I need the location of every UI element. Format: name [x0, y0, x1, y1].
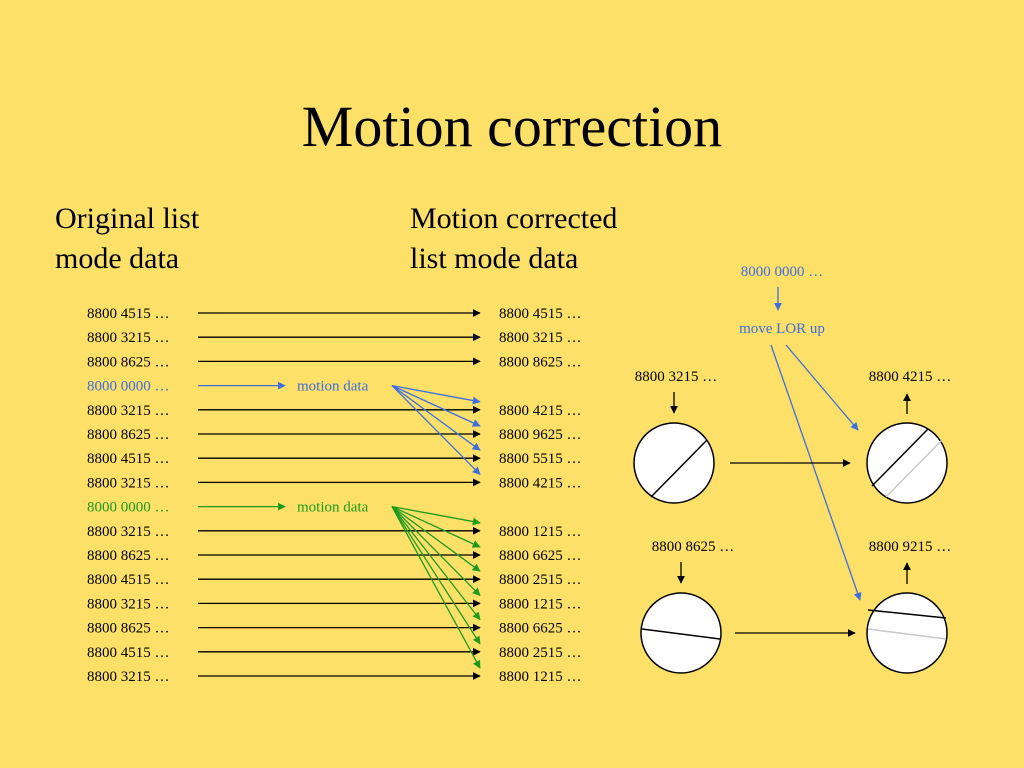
before-bottom-label: 8800 8625 …: [652, 539, 735, 555]
list-event-left: 8800 3215 …: [87, 596, 170, 612]
list-event-right: 8800 4215 …: [499, 475, 582, 491]
corrected-heading-line-2: list mode data: [410, 242, 579, 275]
after-top-label: 8800 4215 …: [869, 369, 952, 385]
list-event-right: 8800 2515 …: [499, 645, 582, 661]
original-heading-line-2: mode data: [55, 242, 180, 275]
list-event-right: 8800 8625 …: [499, 354, 582, 370]
list-event-right: 8800 6625 …: [499, 621, 582, 637]
motion-record-left: 8000 0000 …: [87, 500, 170, 516]
list-event-left: 8800 3215 …: [87, 330, 170, 346]
list-event-right: 8800 9625 …: [499, 427, 582, 443]
list-event-left: 8800 3215 …: [87, 403, 170, 419]
motion-fan-arrow: [391, 506, 481, 572]
list-event-left: 8800 4515 …: [87, 572, 170, 588]
corrected-heading-line-1: Motion corrected: [410, 202, 618, 235]
list-event-right: 8800 1215 …: [499, 669, 582, 685]
motion-data-label: motion data: [297, 379, 369, 395]
before-top-scanner-ring: [633, 422, 715, 504]
after-top-scanner-ring: [866, 422, 948, 504]
list-event-left: 8800 4515 …: [87, 306, 170, 322]
before-bottom-scanner-ring: [640, 592, 722, 674]
motion-fan-arrow: [391, 506, 481, 669]
original-heading-line-1: Original list: [55, 202, 200, 235]
list-event-left: 8800 3215 …: [87, 475, 170, 491]
original-lor-line: [641, 628, 721, 640]
list-event-right: 8800 2515 …: [499, 572, 582, 588]
motion-fan-arrow: [391, 384, 481, 405]
list-event-right: 8800 3215 …: [499, 330, 582, 346]
move-lor-arrow-bottom: [770, 344, 862, 601]
motion-fan-arrow: [391, 506, 481, 621]
original-list-heading: Original list mode data: [55, 199, 199, 279]
list-event-right: 8800 1215 …: [499, 596, 582, 612]
lor-illustration: 8000 0000 … move LOR up 8800 3215 … 8800…: [633, 264, 952, 674]
original-lor-ghost-line: [867, 628, 947, 640]
list-event-left: 8800 4515 …: [87, 645, 170, 661]
list-event-left: 8800 4515 …: [87, 451, 170, 467]
motion-data-label: motion data: [297, 500, 369, 516]
motion-fan-arrow: [391, 385, 481, 427]
move-lor-up-label: move LOR up: [739, 321, 825, 337]
move-lor-arrow-top: [785, 344, 859, 431]
after-bottom-label: 8800 9215 …: [869, 539, 952, 555]
before-top-label: 8800 3215 …: [635, 369, 718, 385]
original-lor-line: [650, 439, 708, 498]
list-mode-flow: 8800 4515 … 8800 4515 … 8800 3215 … 8800 32…: [87, 306, 582, 685]
motion-fan-arrow: [391, 385, 481, 475]
list-event-right: 8800 6625 …: [499, 548, 582, 564]
corrected-list-heading: Motion corrected list mode data: [410, 199, 617, 279]
list-event-left: 8800 3215 …: [87, 669, 170, 685]
list-event-left: 8800 8625 …: [87, 621, 170, 637]
motion-fan-arrow: [391, 505, 481, 526]
motion-fan-arrow: [391, 385, 481, 451]
list-event-left: 8800 8625 …: [87, 548, 170, 564]
original-lor-ghost-line: [885, 439, 943, 498]
motion-fan-arrow: [391, 506, 481, 548]
motion-fan-arrow: [391, 506, 481, 596]
list-event-right: 8800 5515 …: [499, 451, 582, 467]
list-event-right: 8800 4215 …: [499, 403, 582, 419]
list-event-right: 8800 1215 …: [499, 524, 582, 540]
list-event-right: 8800 4515 …: [499, 306, 582, 322]
illustration-motion-record: 8000 0000 …: [741, 264, 824, 280]
motion-record-left: 8000 0000 …: [87, 379, 170, 395]
list-event-left: 8800 8625 …: [87, 427, 170, 443]
corrected-lor-line: [871, 428, 929, 487]
after-bottom-scanner-ring: [866, 592, 948, 674]
list-event-left: 8800 8625 …: [87, 354, 170, 370]
slide-title: Motion correction: [301, 94, 723, 159]
corrected-lor-line: [867, 609, 947, 619]
list-event-left: 8800 3215 …: [87, 524, 170, 540]
motion-fan-arrow: [391, 506, 481, 645]
